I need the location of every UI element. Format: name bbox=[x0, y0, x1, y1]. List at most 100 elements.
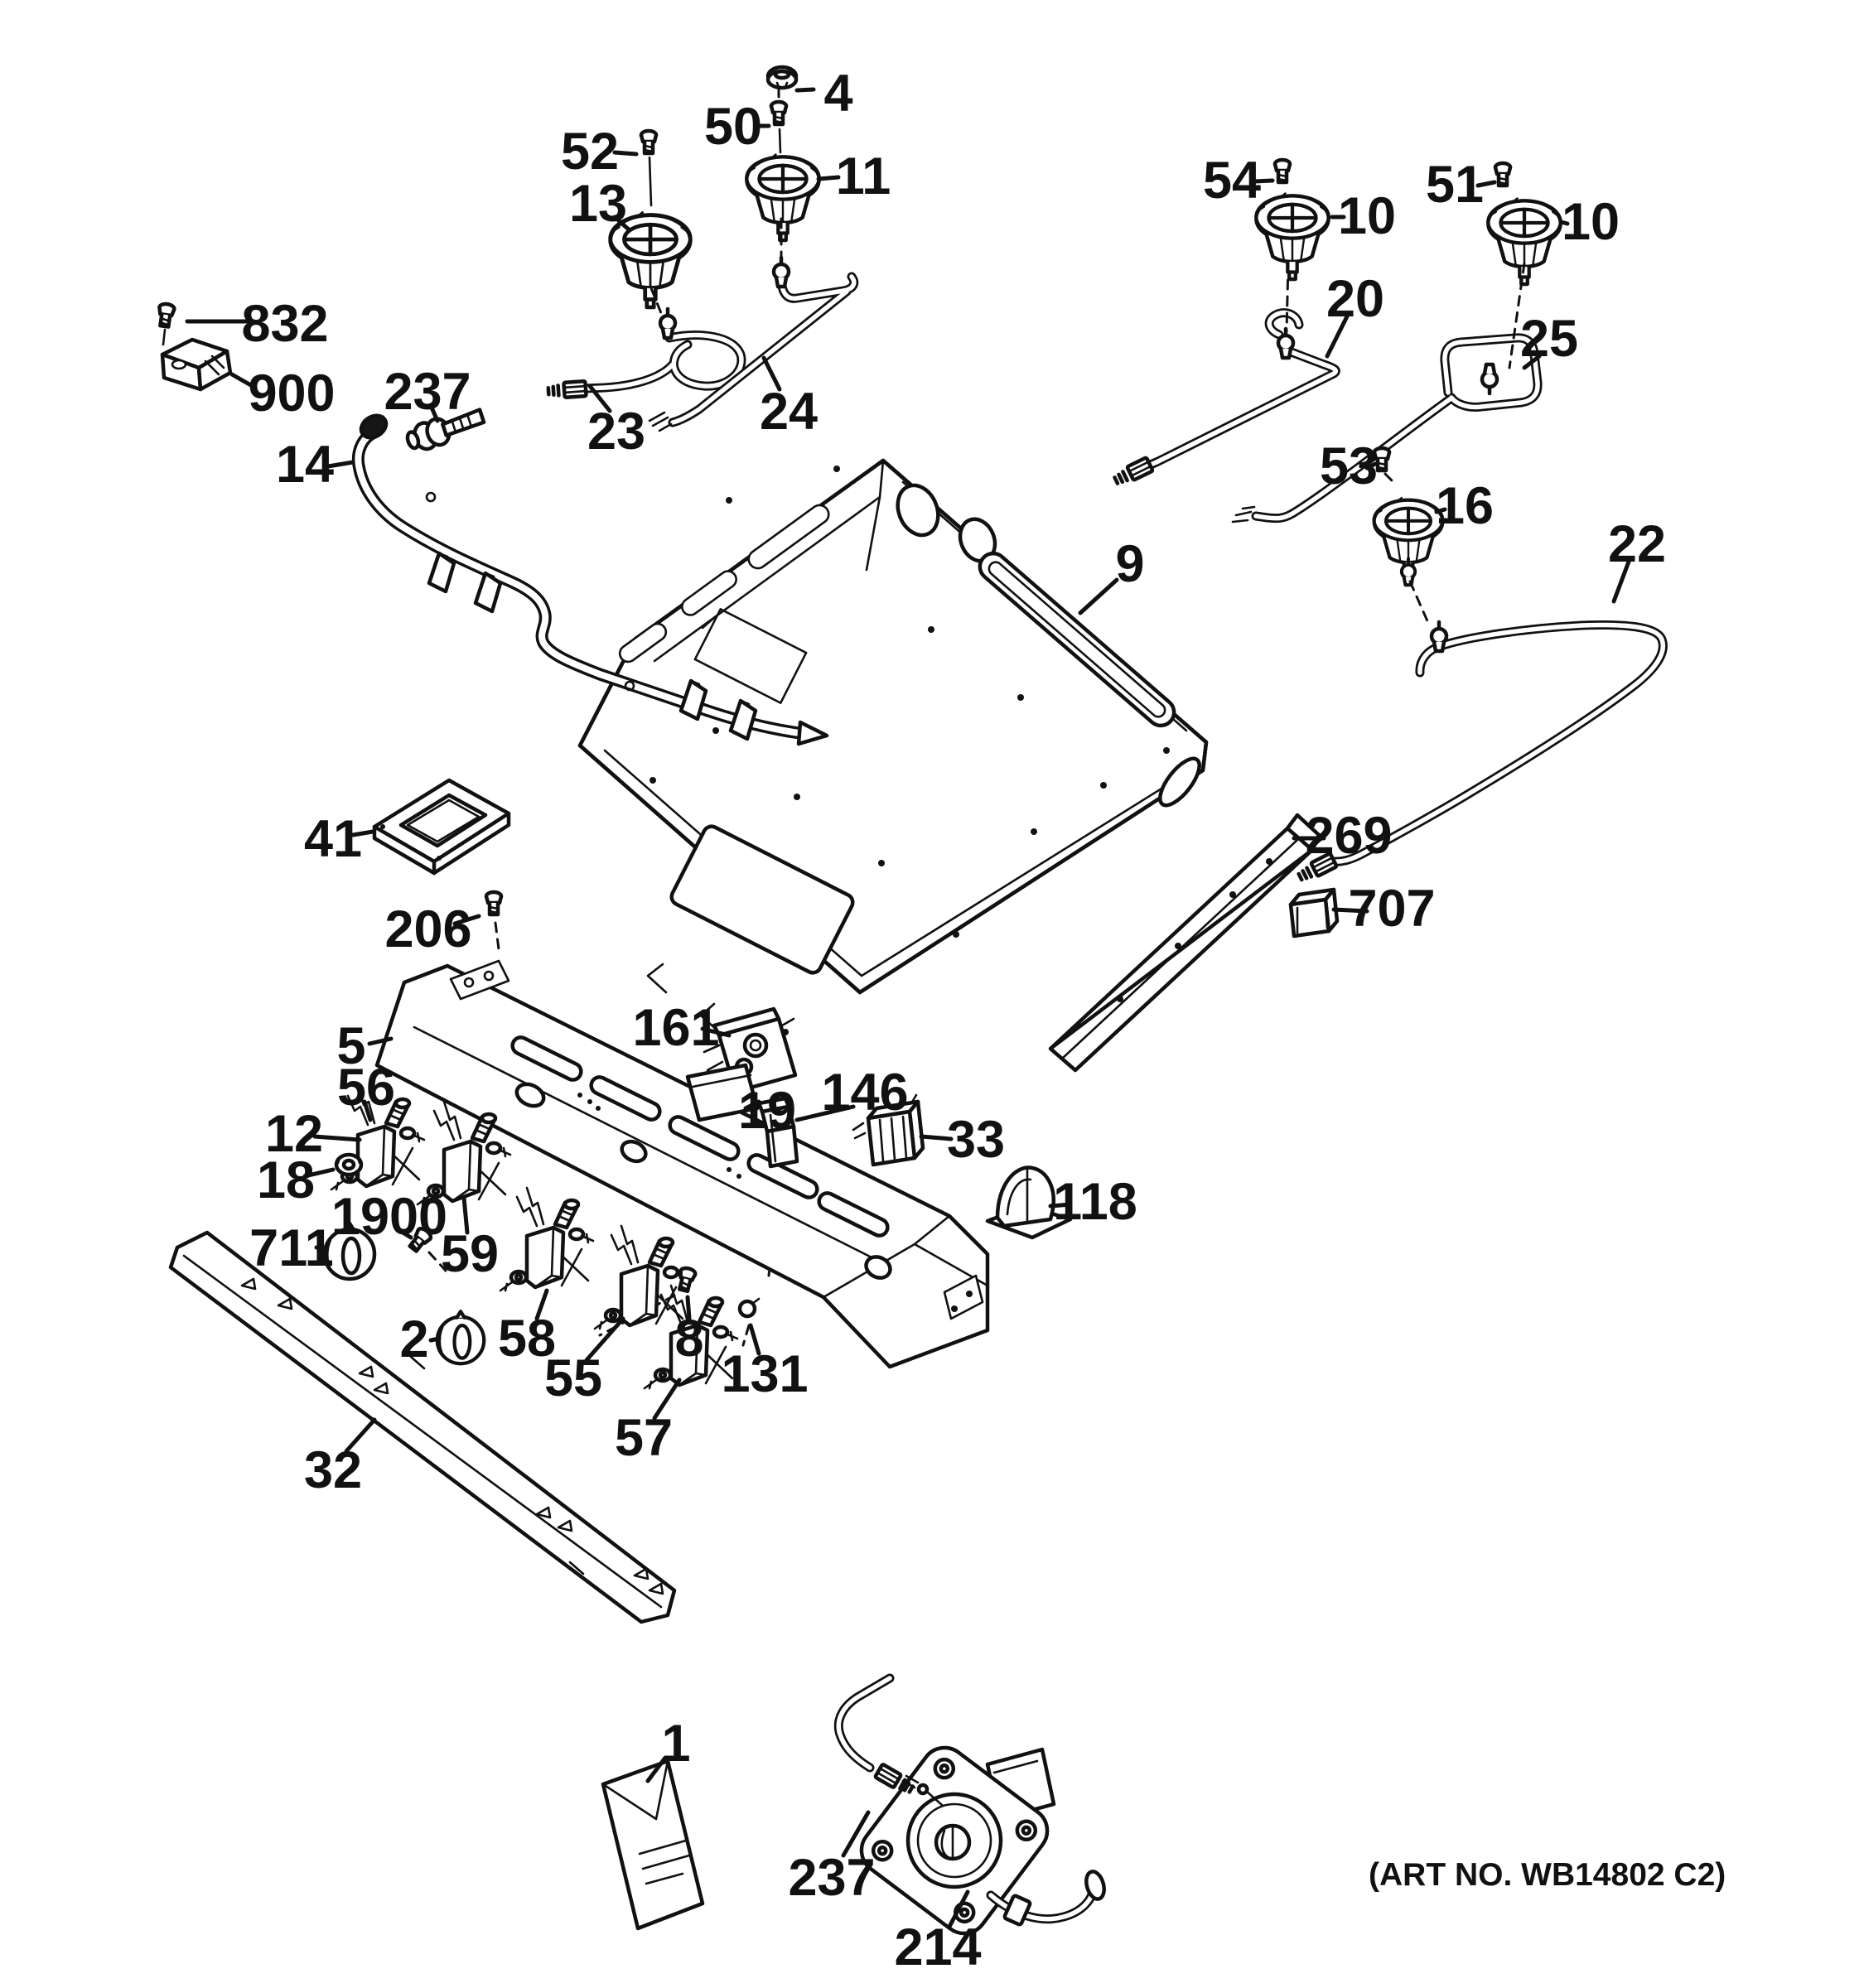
callout-label-1-44: 1 bbox=[661, 1715, 690, 1773]
burner-box-panel bbox=[577, 458, 1209, 1032]
callout-label-8-38: 8 bbox=[674, 1310, 703, 1368]
callout-leader-58-35 bbox=[534, 1288, 549, 1321]
callout-leader-41-21 bbox=[350, 829, 375, 837]
callout-leader-20-9 bbox=[1325, 314, 1350, 359]
callout-leader-56-28 bbox=[362, 1099, 373, 1122]
callout-label-55-36: 55 bbox=[544, 1349, 602, 1407]
callout-label-9-17: 9 bbox=[1115, 535, 1144, 593]
gas-tube-23 bbox=[548, 309, 746, 398]
callout-label-50-1: 50 bbox=[704, 98, 762, 156]
callout-leader-237-15 bbox=[429, 405, 440, 423]
callout-label-52-2: 52 bbox=[561, 123, 619, 181]
callout-label-56-28: 56 bbox=[337, 1059, 395, 1117]
callout-label-131-39: 131 bbox=[721, 1345, 808, 1403]
callout-label-118-42: 118 bbox=[1053, 1173, 1137, 1231]
pressure-regulator-214 bbox=[859, 1745, 1106, 1936]
callout-leader-59-33 bbox=[461, 1195, 470, 1235]
callout-label-214-46: 214 bbox=[894, 1918, 981, 1976]
callout-label-237-45: 237 bbox=[788, 1849, 875, 1907]
callout-label-832-13: 832 bbox=[241, 295, 328, 353]
callout-label-5-25: 5 bbox=[336, 1017, 365, 1075]
instructions-envelope bbox=[601, 1759, 705, 1931]
callout-label-237-15: 237 bbox=[384, 363, 471, 421]
screw-54 bbox=[1275, 160, 1290, 182]
callout-leader-23-11 bbox=[587, 384, 612, 413]
callout-label-20-9: 20 bbox=[1326, 270, 1384, 328]
screw-206 bbox=[486, 892, 501, 914]
gas-tube-22 bbox=[1297, 622, 1668, 884]
callout-leader-711-32 bbox=[314, 1245, 329, 1252]
callout-label-4-0: 4 bbox=[823, 65, 852, 123]
callout-leader-11-4 bbox=[816, 175, 841, 181]
callout-leader-1900-31 bbox=[395, 1227, 413, 1240]
callout-leader-146-40 bbox=[794, 1104, 856, 1122]
bumper-118 bbox=[985, 1165, 1073, 1240]
callout-leader-55-36 bbox=[584, 1316, 625, 1363]
callout-label-51-7: 51 bbox=[1426, 156, 1484, 214]
nut-18 bbox=[334, 1152, 364, 1177]
callout-leader-900-14 bbox=[229, 372, 258, 390]
callout-leader-9-17 bbox=[1078, 577, 1119, 615]
callout-leader-33-41 bbox=[919, 1134, 954, 1141]
callout-leader-8-38 bbox=[685, 1295, 692, 1321]
callout-label-53-18: 53 bbox=[1320, 437, 1378, 495]
screw-50 bbox=[771, 102, 786, 124]
manifold-pipe bbox=[351, 413, 829, 746]
callout-leader-118-42 bbox=[1048, 1202, 1073, 1209]
control-strip-32 bbox=[168, 1230, 677, 1624]
callout-leader-14-16 bbox=[326, 460, 355, 469]
callout-leader-4-0 bbox=[794, 87, 816, 93]
callout-label-57-37: 57 bbox=[615, 1409, 673, 1467]
screw-51 bbox=[1495, 163, 1510, 186]
callout-label-269-23: 269 bbox=[1305, 807, 1392, 865]
callout-label-54-5: 54 bbox=[1203, 152, 1261, 210]
callout-label-24-12: 24 bbox=[760, 383, 818, 441]
callout-label-10-8: 10 bbox=[1562, 193, 1620, 251]
screw-832 bbox=[157, 303, 175, 346]
callout-leader-1-44 bbox=[645, 1755, 668, 1783]
callout-label-13-3: 13 bbox=[569, 175, 627, 233]
callout-leader-707-24 bbox=[1331, 907, 1369, 914]
callout-leader-25-10 bbox=[1522, 354, 1542, 370]
callout-label-900-14: 900 bbox=[248, 364, 335, 422]
callout-leader-237-45 bbox=[841, 1810, 871, 1858]
pin-131 bbox=[737, 1297, 761, 1319]
callout-label-59-33: 59 bbox=[441, 1225, 499, 1283]
callout-label-11-4: 11 bbox=[836, 147, 891, 205]
switch-33 bbox=[852, 1093, 925, 1167]
gas-tube-24 bbox=[648, 258, 859, 432]
callout-leader-5-25 bbox=[367, 1036, 394, 1046]
callout-label-25-10: 25 bbox=[1520, 310, 1578, 368]
callout-label-14-16: 14 bbox=[276, 436, 334, 494]
callout-label-2-34: 2 bbox=[399, 1310, 428, 1368]
callout-leader-131-39 bbox=[748, 1323, 761, 1356]
callout-leader-18-30 bbox=[302, 1167, 336, 1179]
gas-tube-20 bbox=[1113, 308, 1340, 487]
callout-leader-214-46 bbox=[947, 1889, 970, 1929]
callout-leader-2-34 bbox=[428, 1336, 442, 1343]
callout-leader-32-43 bbox=[344, 1417, 377, 1454]
callout-leader-12-29 bbox=[312, 1134, 362, 1142]
spark-module-161 bbox=[703, 1006, 798, 1094]
ignitor-plate-19 bbox=[685, 1063, 760, 1122]
callout-leader-53-18 bbox=[1364, 461, 1378, 470]
burner-support-bracket bbox=[374, 959, 990, 1369]
art-number: (ART NO. WB14802 C2) bbox=[1369, 1857, 1726, 1893]
callout-leader-19-27 bbox=[743, 1099, 761, 1111]
callout-label-206-22: 206 bbox=[384, 900, 471, 958]
callout-label-711-32: 711 bbox=[249, 1219, 334, 1277]
screw-52 bbox=[641, 131, 656, 153]
callout-leader-52-2 bbox=[612, 150, 639, 157]
callout-leader-16-19 bbox=[1434, 507, 1447, 514]
callout-leader-206-22 bbox=[452, 914, 481, 926]
callout-label-16-19: 16 bbox=[1436, 477, 1494, 535]
callout-label-12-29: 12 bbox=[265, 1105, 323, 1163]
clip-707 bbox=[1288, 887, 1340, 939]
callout-label-23-11: 23 bbox=[587, 403, 645, 461]
mounting-bracket-900 bbox=[160, 337, 233, 392]
rear-trim-rail bbox=[1048, 813, 1321, 1073]
nut-4 bbox=[765, 65, 799, 90]
callout-leader-24-12 bbox=[761, 355, 782, 392]
